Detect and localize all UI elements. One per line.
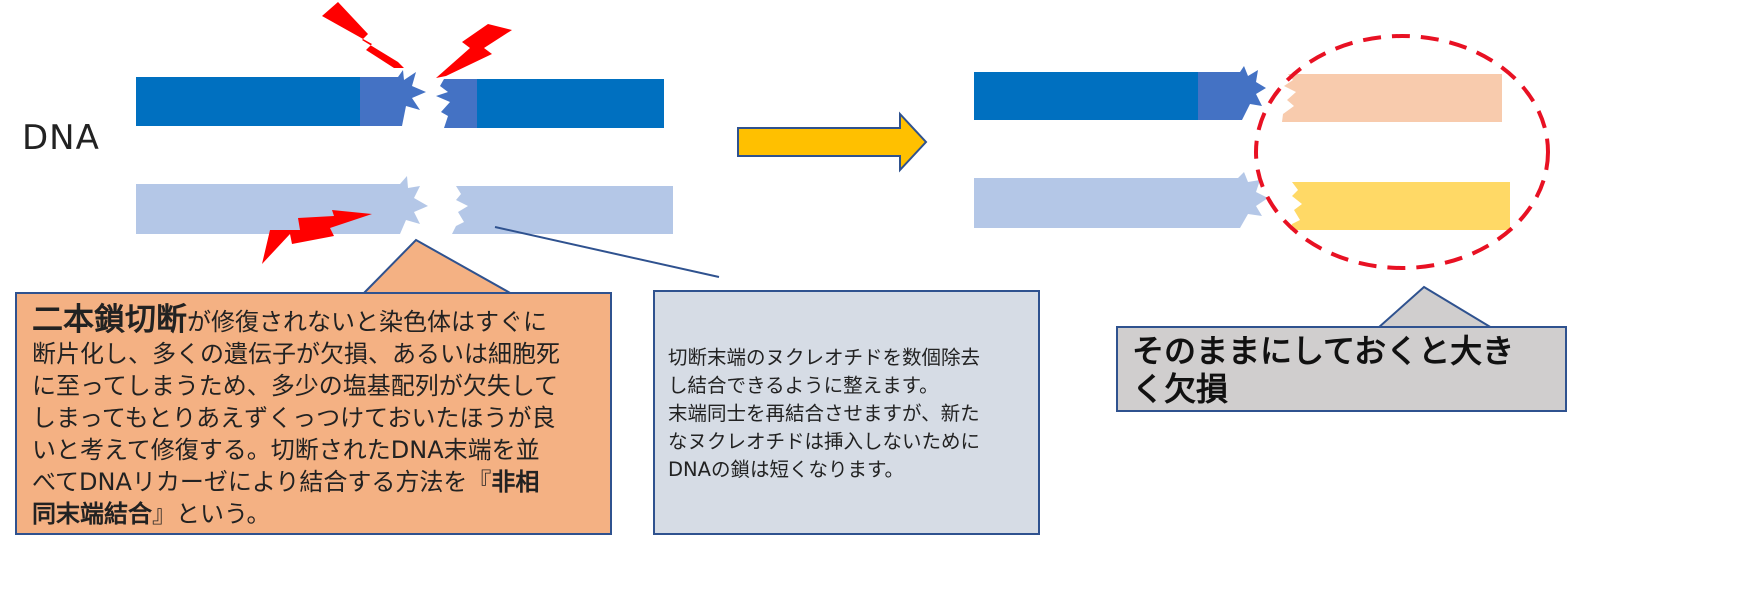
nhej-text-line-6: べてDNAリカーゼにより結合する方法を『 <box>32 468 492 496</box>
top-strand-right <box>477 79 664 128</box>
nhej-term-part-2: 同末端結合 <box>32 500 152 528</box>
nhej-text-line-2: 断片化し、多くの遺伝子が欠損、あるいは細胞死 <box>32 340 560 368</box>
repair-text-line-3: 末端同士を再結合させますが、新た <box>668 402 980 425</box>
right-top-strand-end <box>1198 66 1266 120</box>
top-strand-right-broken-end <box>436 79 478 128</box>
nhej-text-line-5: いと考えて修復する。切断されたDNA末端を並 <box>32 436 540 464</box>
warning-text-line-2: く欠損 <box>1132 370 1229 408</box>
lightning-bolt-top-left <box>322 2 404 68</box>
right-bottom-strand <box>974 172 1268 228</box>
nhej-text-line-4: しまってもとりあえずくっつけておいたほうが良 <box>32 404 556 432</box>
right-bottom-yellow-strand <box>1290 182 1510 230</box>
deletion-dashed-circle <box>1254 34 1550 270</box>
repair-text-line-1: 切断末端のヌクレオチドを数個除去 <box>668 346 981 369</box>
bottom-strand-left <box>136 176 428 234</box>
nhej-text-line-3: に至ってしまうため、多少の塩基配列が欠失して <box>32 372 559 400</box>
repair-description-box: 切断末端のヌクレオチドを数個除去 し結合できるように整えます。 末端同士を再結合… <box>653 290 1040 535</box>
nhej-title: 二本鎖切断 <box>32 302 187 338</box>
nhej-text-line-1: が修復されないと染色体はすぐに <box>187 308 547 336</box>
right-callout-pointer <box>1375 285 1496 329</box>
top-strand-left <box>136 77 362 126</box>
grey-callout-line <box>494 226 720 278</box>
right-top-strand <box>974 72 1198 120</box>
right-top-peach-strand <box>1282 74 1502 122</box>
nhej-text-line-end: 』という。 <box>152 500 271 528</box>
lightning-bolt-bottom <box>262 210 372 264</box>
top-strand-left-broken-end <box>360 70 426 126</box>
dna-label: DNA <box>22 118 100 158</box>
repair-text-line-4: なヌクレオチドは挿入しないために <box>668 430 981 453</box>
nhej-explanation-box: 二本鎖切断が修復されないと染色体はすぐに断片化し、多くの遺伝子が欠損、あるいは細… <box>15 292 612 535</box>
process-arrow <box>737 111 928 173</box>
lightning-bolt-top-right <box>436 24 512 78</box>
deletion-warning-box: そのままにしておくと大きく欠損 <box>1116 326 1567 412</box>
repair-text-line-5: DNAの鎖は短くなります。 <box>668 458 904 481</box>
bottom-strand-right <box>452 186 673 234</box>
orange-callout-pointer <box>360 238 516 295</box>
nhej-term-part-1: 非相 <box>491 468 540 496</box>
warning-text-line-1: そのままにしておくと大き <box>1132 332 1515 370</box>
repair-text-line-2: し結合できるように整えます。 <box>668 374 939 397</box>
